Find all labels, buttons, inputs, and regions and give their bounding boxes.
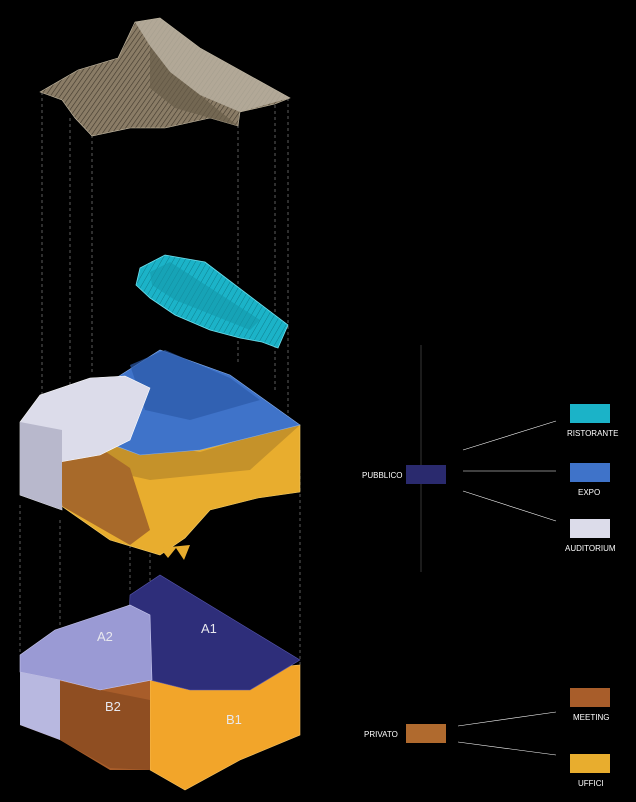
meeting-swatch — [570, 688, 610, 707]
ristorante-swatch — [570, 404, 610, 423]
meeting-label: MEETING — [573, 713, 609, 722]
ristorante-label: RISTORANTE — [567, 429, 618, 438]
zone-label-a1: A1 — [201, 621, 217, 636]
zone-label-b1: B1 — [226, 712, 242, 727]
zone-label-b2: B2 — [105, 699, 121, 714]
expo-swatch — [570, 463, 610, 482]
legend-private: PRIVATO MEETING UFFICI — [364, 688, 610, 788]
first-floor-layer — [19, 349, 301, 560]
auditorium-label: AUDITORIUM — [565, 544, 616, 553]
ground-floor-layer — [19, 574, 301, 791]
pubblico-label: PUBBLICO — [362, 471, 402, 480]
uffici-label: UFFICI — [578, 779, 604, 788]
uffici-swatch — [570, 754, 610, 773]
auditorium-swatch — [570, 519, 610, 538]
ristorante-volume — [135, 254, 289, 349]
roof-layer — [39, 17, 291, 137]
legend-public: PUBBLICO RISTORANTE EXPO AUDITORIUM — [362, 345, 618, 572]
privato-label: PRIVATO — [364, 730, 398, 739]
pubblico-swatch — [406, 465, 446, 484]
expo-label: EXPO — [578, 488, 600, 497]
privato-swatch — [406, 724, 446, 743]
zone-label-a2: A2 — [97, 629, 113, 644]
